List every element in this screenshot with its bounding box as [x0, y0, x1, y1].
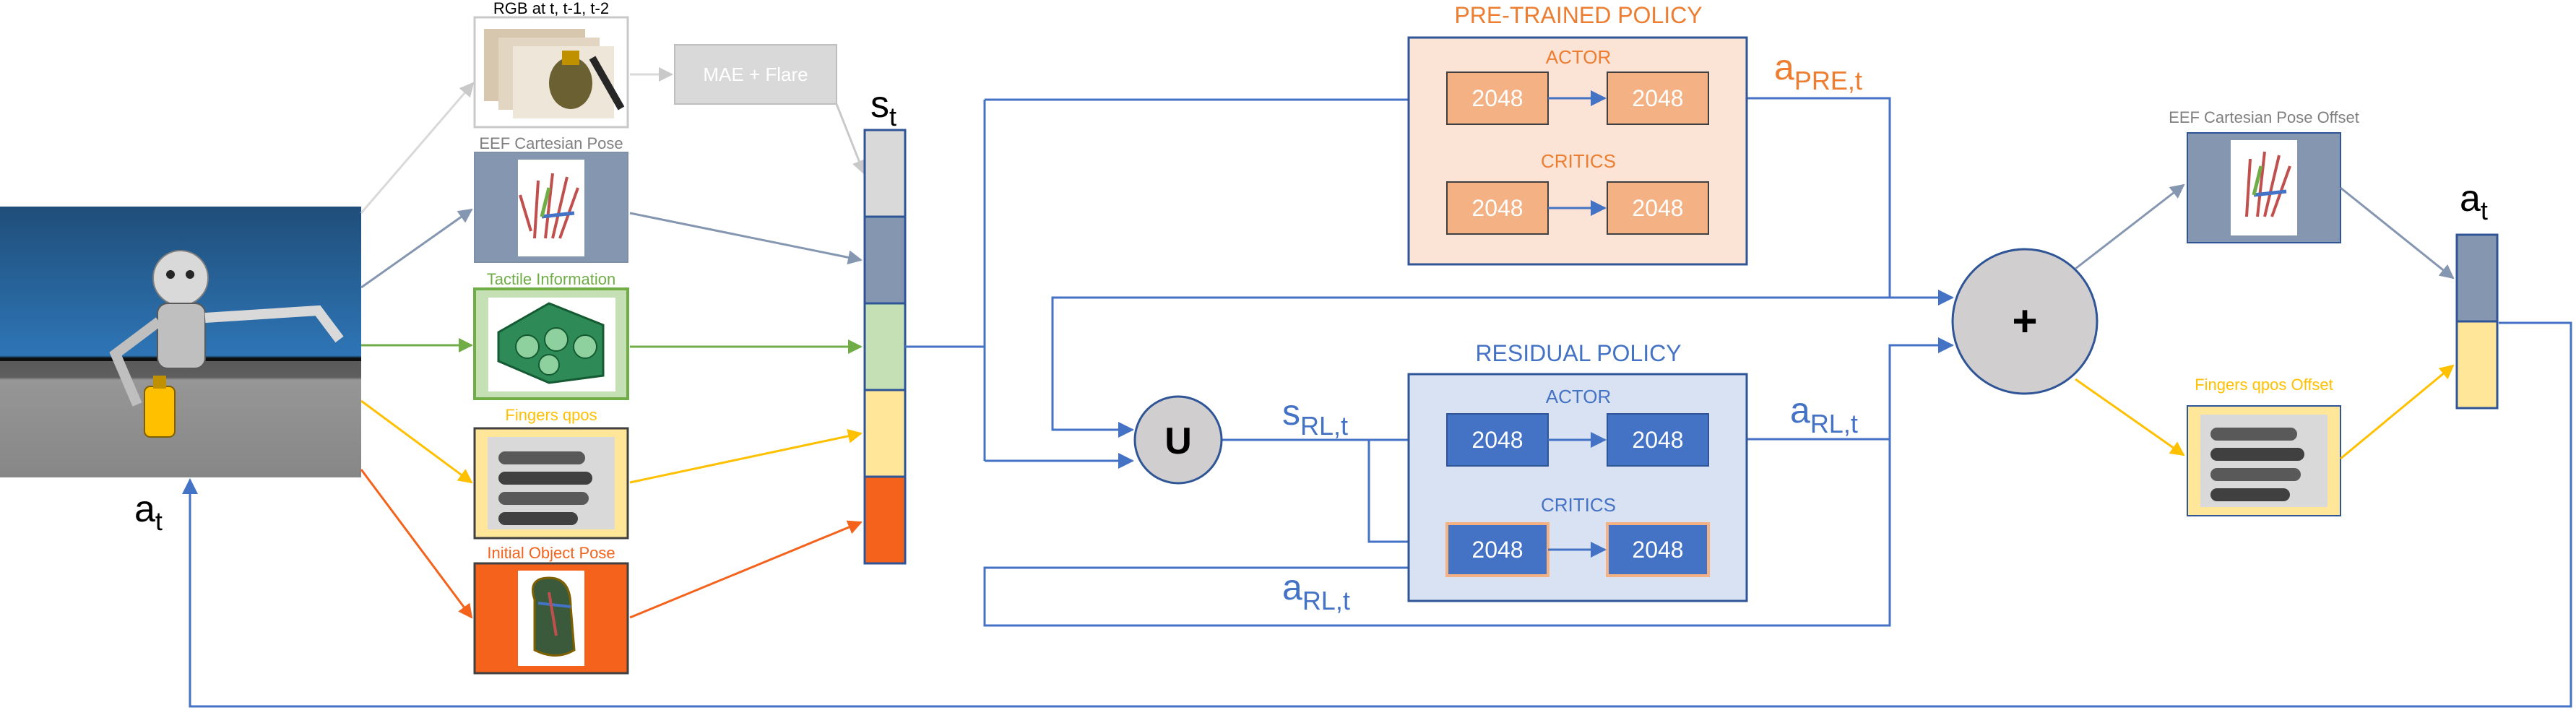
- residual-output-label: aRL,t: [1790, 390, 1858, 438]
- mae-flare-label: MAE + Flare: [703, 64, 808, 85]
- residual-actor-unit-1: 2048: [1446, 413, 1549, 467]
- pretrained-title: PRE-TRAINED POLICY: [1454, 2, 1702, 28]
- arrow-object-to-state: [629, 520, 863, 619]
- action-label: at: [2460, 178, 2488, 225]
- arrow-scene-to-eef: [360, 208, 473, 289]
- arrow-fingers-to-state: [629, 428, 863, 484]
- arrow-eef-to-state: [629, 212, 863, 265]
- sum-symbol: +: [2012, 297, 2037, 345]
- rgb-caption: RGB at t, t-1, t-2: [493, 0, 609, 17]
- svg-text:2048: 2048: [1632, 195, 1683, 221]
- fingers-offset-card: [2187, 405, 2341, 516]
- tactile-card: [473, 287, 629, 400]
- robot-figure: [109, 250, 344, 438]
- svg-text:2048: 2048: [1632, 427, 1683, 453]
- svg-text:2048: 2048: [1632, 537, 1683, 563]
- rgb-frames-card: [473, 16, 629, 129]
- sum-node: +: [1951, 248, 2099, 395]
- state-label: st: [870, 84, 896, 131]
- hand-frame-icon: [2245, 151, 2291, 217]
- svg-text:2048: 2048: [1471, 537, 1523, 563]
- union-node: U: [1133, 395, 1223, 485]
- arrow-sum-to-fingers-offset: [2075, 378, 2185, 456]
- pretrained-critic-unit-2: 2048: [1607, 181, 1709, 235]
- residual-title: RESIDUAL POLICY: [1475, 340, 1681, 366]
- eef-offset-caption: EEF Cartesian Pose Offset: [2169, 108, 2359, 126]
- arrow-scene-to-object: [360, 469, 473, 619]
- pretrained-actor-unit-2: 2048: [1607, 72, 1709, 125]
- arrow-eef-offset-to-action: [2340, 186, 2455, 280]
- residual-actor-unit-2: 2048: [1607, 413, 1709, 467]
- fingers-caption: Fingers qpos: [505, 406, 597, 424]
- line-sum-to-union: [1051, 296, 1953, 438]
- union-symbol: U: [1164, 420, 1192, 462]
- residual-actor-label: ACTOR: [1546, 386, 1612, 407]
- pretrained-critic-unit-1: 2048: [1446, 181, 1549, 235]
- svg-text:2048: 2048: [1471, 427, 1523, 453]
- fingers-qpos-card: [473, 427, 629, 540]
- eef-pose-card: [474, 152, 628, 263]
- pretrained-actor-unit-1: 2048: [1446, 72, 1549, 125]
- mae-flare-box: MAE + Flare: [674, 44, 837, 105]
- svg-text:2048: 2048: [1471, 195, 1523, 221]
- tactile-caption: Tactile Information: [487, 270, 616, 288]
- pretrained-critics-label: CRITICS: [1541, 150, 1616, 172]
- residual-critics-label: CRITICS: [1541, 494, 1616, 516]
- residual-feedback-label: aRL,t: [1282, 567, 1350, 615]
- eef-caption: EEF Cartesian Pose: [479, 134, 623, 152]
- hand-frame-icon: [519, 173, 579, 239]
- arrow-mae-to-state: [835, 103, 866, 175]
- pretrained-actor-label: ACTOR: [1546, 46, 1612, 68]
- arrow-scene-to-rgb: [360, 82, 475, 214]
- fingers-offset-caption: Fingers qpos Offset: [2195, 376, 2333, 394]
- object-caption: Initial Object Pose: [487, 544, 615, 562]
- object-pose-card: [473, 562, 629, 675]
- svg-text:2048: 2048: [1632, 85, 1683, 111]
- svg-text:2048: 2048: [1471, 85, 1523, 111]
- tactile-sensor-icon: [497, 302, 605, 384]
- bottle-icon: [532, 576, 576, 657]
- residual-critic-unit-1: 2048: [1445, 522, 1550, 577]
- action-vector: [2455, 233, 2499, 410]
- eef-offset-card: [2187, 132, 2341, 243]
- state-vector: [863, 129, 907, 565]
- residual-input-label: sRL,t: [1282, 392, 1348, 441]
- residual-critic-unit-2: 2048: [1606, 522, 1710, 577]
- arrow-scene-to-fingers: [360, 399, 473, 484]
- fingers-icon: [2210, 428, 2304, 501]
- arrow-sum-to-eef-offset: [2075, 183, 2185, 270]
- fingers-icon: [498, 451, 592, 525]
- robot-action-label: at: [134, 488, 163, 536]
- line-res-feedback: [983, 439, 1891, 627]
- line-action-to-robot: [182, 321, 2572, 708]
- line-res-out-to-sum: [1708, 337, 1954, 441]
- robot-scene-image: [0, 207, 361, 477]
- arrow-fingers-offset-to-action: [2340, 364, 2455, 460]
- pretrained-output-label: aPRE,t: [1774, 47, 1862, 95]
